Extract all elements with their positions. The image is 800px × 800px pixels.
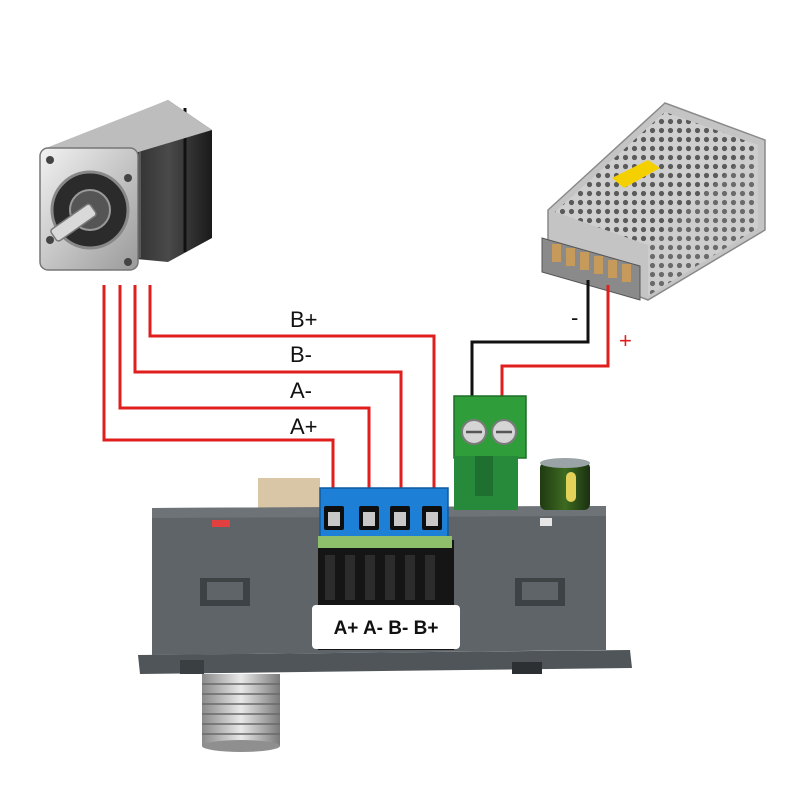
power-label-negative: - [571, 305, 578, 330]
terminal-sticker-label: A+ A- B- B+ [334, 618, 439, 639]
terminal-sticker: A+ A- B- B+ [312, 605, 460, 649]
wire-label-b-plus: B+ [290, 307, 318, 332]
wire-label-a-plus: A+ [290, 414, 318, 439]
motor-wires [102, 285, 436, 510]
power-label-positive: + [619, 328, 632, 353]
motor-terminal-block [318, 487, 452, 548]
wire-a-minus [118, 285, 371, 510]
wire-b-plus [148, 285, 436, 510]
power-wire-negative [470, 280, 590, 405]
power-wire-positive [500, 285, 610, 405]
power-terminal-block [453, 395, 527, 510]
stepper-motor-icon [39, 100, 212, 271]
rotary-knob-icon [202, 674, 280, 752]
wire-b-minus [133, 285, 403, 510]
wire-a-plus [102, 285, 335, 510]
power-supply-icon [541, 102, 766, 301]
wire-label-a-minus: A- [290, 378, 312, 403]
wire-label-b-minus: B- [290, 342, 312, 367]
capacitor-icon [540, 458, 590, 510]
